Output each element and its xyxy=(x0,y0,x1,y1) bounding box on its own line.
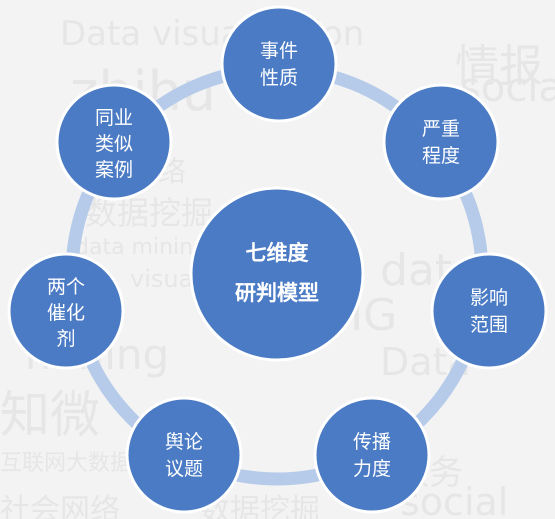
node-influence: 影响 范围 xyxy=(430,252,548,370)
node-opinion-line1: 舆论 xyxy=(165,431,203,453)
node-similar-line1: 同业 xyxy=(95,107,133,129)
node-similar-line3: 案例 xyxy=(95,159,133,181)
node-similar: 同业 类似 案例 xyxy=(55,83,173,201)
center-label-line1: 七维度 xyxy=(246,241,309,265)
node-influence-circle xyxy=(430,252,548,370)
node-catalyst-line1: 两个 xyxy=(47,276,85,298)
node-spread: 传播 力度 xyxy=(313,396,431,514)
node-event-line2: 性质 xyxy=(260,67,298,89)
node-event-circle xyxy=(220,5,338,123)
node-opinion: 舆论 议题 xyxy=(125,396,243,514)
node-opinion-circle xyxy=(125,396,243,514)
node-event-line1: 事件 xyxy=(260,40,298,62)
node-catalyst-line3: 剂 xyxy=(56,328,75,350)
node-severity-line1: 严重 xyxy=(422,118,460,140)
node-similar-circle xyxy=(55,83,173,201)
node-spread-line2: 力度 xyxy=(353,458,391,480)
node-catalyst-circle xyxy=(7,252,125,370)
node-catalyst: 两个 催化 剂 xyxy=(7,252,125,370)
center-circle xyxy=(189,186,365,362)
node-severity-circle xyxy=(382,83,500,201)
node-spread-line1: 传播 xyxy=(353,431,391,453)
node-similar-line2: 类似 xyxy=(95,133,133,155)
node-event: 事件 性质 xyxy=(220,5,338,123)
node-catalyst-line2: 催化 xyxy=(47,302,85,324)
node-influence-line1: 影响 xyxy=(470,287,508,309)
node-severity-line2: 程度 xyxy=(422,145,460,167)
node-opinion-line2: 议题 xyxy=(165,458,203,480)
center-node: 七维度 研判模型 xyxy=(189,186,365,362)
node-influence-line2: 范围 xyxy=(470,314,508,336)
node-spread-circle xyxy=(313,396,431,514)
node-severity: 严重 程度 xyxy=(382,83,500,201)
center-label-line2: 研判模型 xyxy=(235,281,319,305)
